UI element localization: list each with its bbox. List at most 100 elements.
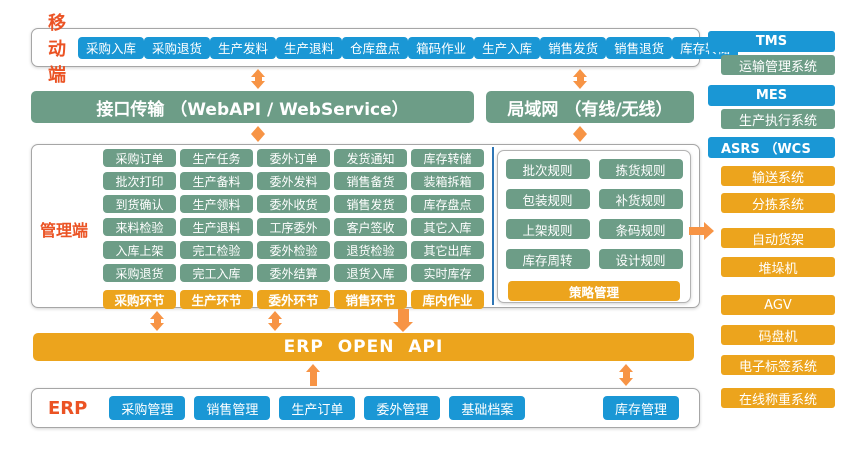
node: 委外发料 (257, 172, 330, 190)
node-purchase-inbound: 采购入库 (78, 36, 145, 59)
strategy-rules-section: 批次规则 拣货规则 包装规则 补货规则 上架规则 条码规则 库存周转 设计规则 … (497, 150, 691, 303)
sidebar-item-conveyor: 输送系统 (721, 166, 835, 186)
node: 到货确认 (103, 195, 176, 213)
rule-node: 补货规则 (598, 189, 683, 209)
sidebar-item-tms: TMS (708, 31, 835, 52)
node: 实时库存 (411, 264, 484, 282)
node: 来料检验 (103, 218, 176, 236)
erp-node-production-order: 生产订单 (279, 396, 356, 420)
node: 退货检验 (334, 241, 407, 259)
sidebar-item-agv: AGV (721, 295, 835, 315)
erp-node-master-data: 基础档案 (449, 396, 526, 420)
node: 销售备货 (334, 172, 407, 190)
node: 发货通知 (334, 149, 407, 167)
management-label: 管理端 (40, 221, 89, 240)
erp-node-sales: 销售管理 (194, 396, 271, 420)
node-warehouse-count: 仓库盘点 (342, 36, 409, 59)
lan-bar: 局域网 （有线/无线） (486, 91, 694, 123)
sidebar-item-stacker: 堆垛机 (721, 257, 835, 277)
rule-node: 上架规则 (505, 219, 590, 239)
strategy-footer: 策略管理 (508, 281, 680, 301)
node: 生产领料 (180, 195, 253, 213)
erp-label: ERP (48, 397, 88, 419)
erp-node-inventory: 库存管理 (602, 396, 679, 420)
node: 退货入库 (334, 264, 407, 282)
warehouse-column: 库存转储 装箱拆箱 库存盘点 其它入库 其它出库 实时库存 库内作业 (411, 149, 484, 309)
stage-footer-production: 生产环节 (180, 290, 253, 309)
rule-node: 包装规则 (505, 189, 590, 209)
node-carton-ops: 箱码作业 (408, 36, 475, 59)
node: 库存转储 (411, 149, 484, 167)
node: 采购退货 (103, 264, 176, 282)
outsourcing-column: 委外订单 委外发料 委外收货 工序委外 委外检验 委外结算 委外环节 (257, 149, 330, 309)
node: 完工入库 (180, 264, 253, 282)
up-arrow-icon (306, 364, 320, 386)
sidebar-item-sorting: 分拣系统 (721, 193, 835, 213)
double-arrow-icon (251, 126, 265, 142)
sidebar-item-weighing: 在线称重系统 (721, 388, 835, 408)
double-arrow-icon (150, 311, 164, 331)
sidebar-item-auto-rack: 自动货架 (721, 228, 835, 248)
node-production-return: 生产退料 (276, 36, 343, 59)
api-transport-bar: 接口传输 （WebAPI / WebService） (31, 91, 474, 123)
node: 客户签收 (334, 218, 407, 236)
erp-node-outsourcing: 委外管理 (364, 396, 441, 420)
sidebar-item-asrs-wcs: ASRS （WCS (708, 137, 835, 158)
node: 批次打印 (103, 172, 176, 190)
stage-footer-purchase: 采购环节 (103, 290, 176, 309)
mobile-section: 移动端 采购入库 采购退货 生产发料 生产退料 仓库盘点 箱码作业 生产入库 销… (31, 13, 739, 86)
node: 工序委外 (257, 218, 330, 236)
stage-footer-warehouse: 库内作业 (411, 290, 484, 309)
sidebar-item-palletizer: 码盘机 (721, 325, 835, 345)
node: 生产备料 (180, 172, 253, 190)
production-column: 生产任务 生产备料 生产领料 生产退料 完工检验 完工入库 生产环节 (180, 149, 253, 309)
down-arrow-icon (393, 309, 413, 332)
node: 委外订单 (257, 149, 330, 167)
purchase-column: 采购订单 批次打印 到货确认 来料检验 入库上架 采购退货 采购环节 (103, 149, 176, 309)
double-arrow-icon (573, 126, 587, 142)
right-arrow-icon (689, 222, 714, 240)
external-systems-sidebar: TMS 运输管理系统 MES 生产执行系统 ASRS （WCS 输送系统 分拣系… (708, 0, 835, 451)
stage-footer-outsourcing: 委外环节 (257, 290, 330, 309)
erp-node-purchase: 采购管理 (109, 396, 186, 420)
sidebar-item-mes-exec: 生产执行系统 (721, 109, 835, 129)
sidebar-item-etag-system: 电子标签系统 (721, 355, 835, 375)
sidebar-item-transport-mgmt: 运输管理系统 (721, 55, 835, 75)
node: 库存盘点 (411, 195, 484, 213)
node-purchase-return: 采购退货 (144, 36, 211, 59)
rule-node: 拣货规则 (598, 159, 683, 179)
stage-footer-sales: 销售环节 (334, 290, 407, 309)
node-sales-shipment: 销售发货 (540, 36, 607, 59)
rule-node: 设计规则 (598, 249, 683, 269)
double-arrow-icon (268, 311, 282, 331)
node-sales-return: 销售退货 (606, 36, 673, 59)
node: 生产任务 (180, 149, 253, 167)
double-arrow-icon (619, 364, 633, 386)
node: 委外收货 (257, 195, 330, 213)
erp-open-api-bar: ERP OPEN API (33, 333, 694, 361)
management-grid: 采购订单 批次打印 到货确认 来料检验 入库上架 采购退货 采购环节 生产任务 … (103, 149, 484, 309)
node: 完工检验 (180, 241, 253, 259)
sidebar-item-mes: MES (708, 85, 835, 106)
mobile-button-row: 采购入库 采购退货 生产发料 生产退料 仓库盘点 箱码作业 生产入库 销售发货 … (78, 36, 739, 59)
node-production-inbound: 生产入库 (474, 36, 541, 59)
node: 入库上架 (103, 241, 176, 259)
sales-column: 发货通知 销售备货 销售发货 客户签收 退货检验 退货入库 销售环节 (334, 149, 407, 309)
rule-node: 库存周转 (505, 249, 590, 269)
node: 委外结算 (257, 264, 330, 282)
erp-section: ERP 采购管理 销售管理 生产订单 委外管理 基础档案 库存管理 (31, 388, 700, 428)
mobile-label: 移动端 (48, 12, 66, 86)
erp-button-row: 采购管理 销售管理 生产订单 委外管理 基础档案 库存管理 (109, 396, 679, 420)
node: 生产退料 (180, 218, 253, 236)
node: 其它入库 (411, 218, 484, 236)
double-arrow-icon (573, 69, 587, 89)
double-arrow-icon (251, 69, 265, 89)
vertical-divider (492, 147, 494, 305)
node: 销售发货 (334, 195, 407, 213)
node-production-issue: 生产发料 (210, 36, 277, 59)
node: 其它出库 (411, 241, 484, 259)
node: 采购订单 (103, 149, 176, 167)
rules-grid: 批次规则 拣货规则 包装规则 补货规则 上架规则 条码规则 库存周转 设计规则 (505, 159, 683, 269)
node: 装箱拆箱 (411, 172, 484, 190)
